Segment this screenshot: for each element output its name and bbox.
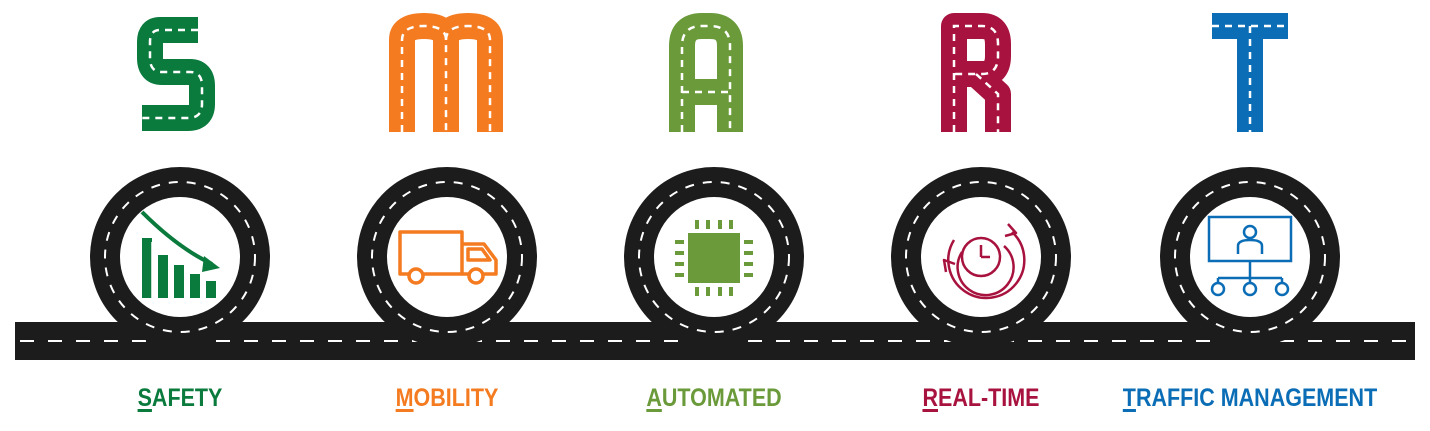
roundabout-traffic-management [1160,167,1340,347]
label-real-time: REAL-TIME [904,380,1059,416]
label-traffic-management-initial: T [1122,384,1136,412]
letter-s-road [137,17,215,131]
label-traffic-management-rest: RAFFIC MANAGEMENT [1135,384,1378,412]
label-mobility: MOBILITY [374,380,520,416]
label-safety-rest: AFETY [151,384,223,412]
label-safety: SAFETY [111,380,249,416]
roundabout-safety [90,167,270,347]
label-automated-rest: UTOMATED [661,384,782,412]
microchip-icon [675,220,753,296]
clock-refresh-icon [942,223,1026,300]
label-safety-initial: S [137,384,152,412]
letter-r-road [941,13,1011,132]
delivery-truck-icon [398,230,498,285]
label-automated-initial: A [646,384,662,412]
roundabout-mobility [357,167,537,347]
monitor-network-icon [1207,215,1293,297]
label-traffic-management: TRAFFIC MANAGEMENT [1121,380,1379,416]
label-real-time-rest: EAL-TIME [938,384,1040,412]
declining-bar-chart-icon [140,210,220,298]
label-automated: AUTOMATED [628,380,800,416]
label-mobility-rest: OBILITY [413,384,499,412]
label-mobility-initial: M [395,384,414,412]
letter-a-road [669,13,743,132]
label-real-time-initial: R [922,384,938,412]
letter-m-road [389,13,503,132]
letter-t-road [1212,13,1288,132]
